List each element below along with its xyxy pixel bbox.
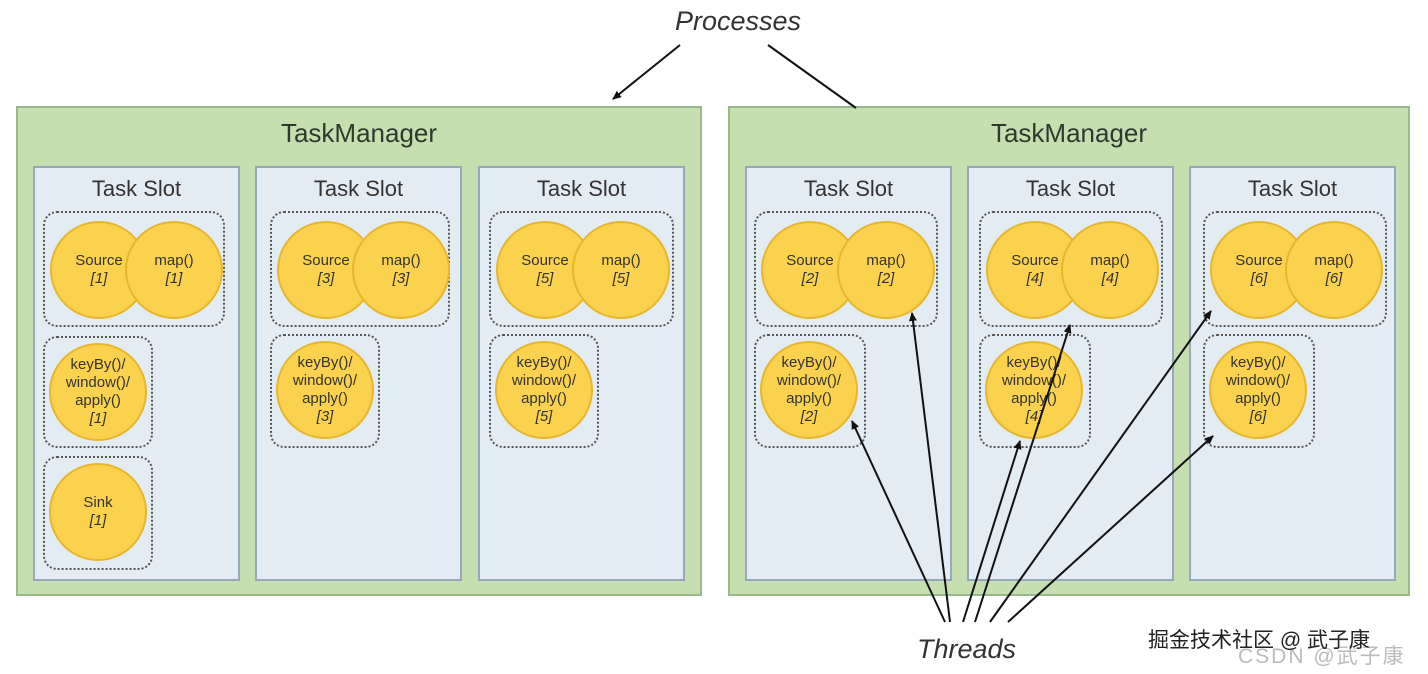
- keyby-group: [43, 336, 153, 448]
- thread-arrow: [1007, 435, 1214, 623]
- thread-arrow: [989, 310, 1212, 623]
- source-map-group: [43, 211, 225, 327]
- task-slot-title: Task Slot: [1025, 176, 1116, 201]
- thread-arrow: [909, 312, 951, 623]
- map-operator: map()[6]: [1285, 221, 1383, 319]
- source-map-group: [1203, 211, 1387, 327]
- source-operator: Source[3]: [277, 221, 375, 319]
- keyby-group: [489, 334, 599, 448]
- watermark-faint: CSDN @武子康: [1238, 645, 1406, 668]
- threads-label: Threads: [917, 634, 1017, 664]
- map-operator: map()[3]: [352, 221, 450, 319]
- task-slot-title: Task Slot: [803, 176, 894, 201]
- keyby-window-apply-operator: keyBy()/window()/apply()[5]: [495, 341, 593, 439]
- keyby-window-apply-operator: keyBy()/window()/apply()[6]: [1209, 341, 1307, 439]
- source-map-group: [489, 211, 674, 327]
- process-arrow: [767, 44, 857, 109]
- thread-arrow: [974, 324, 1072, 623]
- thread-arrow: [962, 440, 1022, 623]
- map-operator: map()[4]: [1061, 221, 1159, 319]
- taskmanager-title: TaskManager: [990, 118, 1148, 148]
- sink-operator: Sink[1]: [49, 463, 147, 561]
- keyby-window-apply-operator: keyBy()/window()/apply()[3]: [276, 341, 374, 439]
- watermark: 掘金技术社区 @ 武子康: [1148, 629, 1370, 652]
- taskmanager-title: TaskManager: [280, 118, 438, 148]
- task-slot-title: Task Slot: [313, 176, 404, 201]
- keyby-window-apply-operator: keyBy()/window()/apply()[2]: [760, 341, 858, 439]
- map-operator: map()[1]: [125, 221, 223, 319]
- map-operator: map()[5]: [572, 221, 670, 319]
- source-map-group: [754, 211, 938, 327]
- sink-group: [43, 456, 153, 570]
- keyby-group: [754, 334, 866, 448]
- source-operator: Source[5]: [496, 221, 594, 319]
- process-arrow: [612, 44, 681, 100]
- thread-arrow: [851, 420, 946, 623]
- keyby-window-apply-operator: keyBy()/window()/apply()[1]: [49, 343, 147, 441]
- keyby-group: [979, 334, 1091, 448]
- task-slot-title: Task Slot: [1247, 176, 1338, 201]
- task-slot-title: Task Slot: [91, 176, 182, 201]
- map-operator: map()[2]: [837, 221, 935, 319]
- keyby-group: [270, 334, 380, 448]
- keyby-group: [1203, 334, 1315, 448]
- task-slot-title: Task Slot: [536, 176, 627, 201]
- processes-label: Processes: [675, 6, 802, 36]
